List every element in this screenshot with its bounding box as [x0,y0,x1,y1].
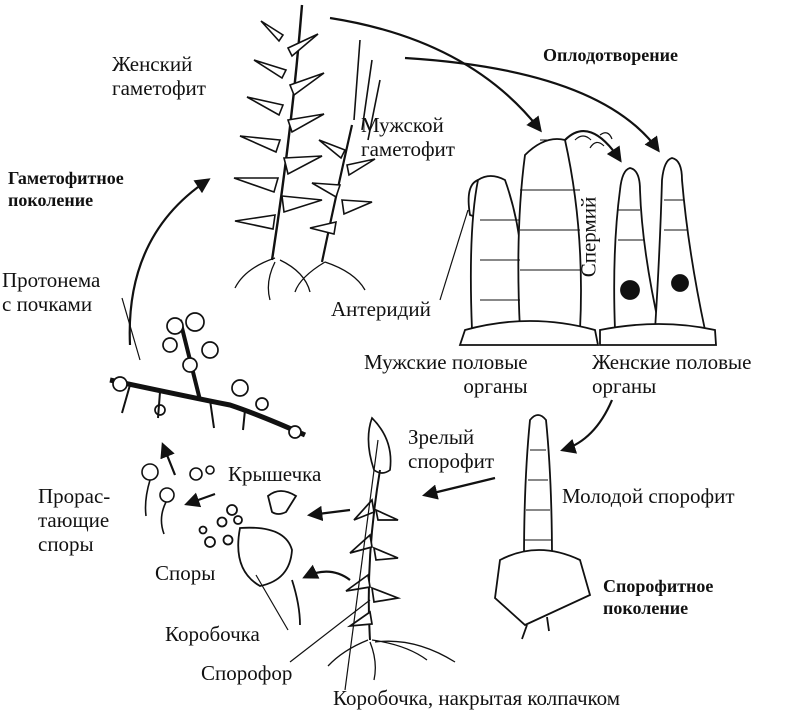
protonema-illustration [109,312,307,439]
arrow-to-female-organs [404,56,660,153]
label-sporophore: Спорофор [201,661,293,685]
label-antheridium: Антеридий [331,297,431,321]
arrow-to-young-sporophyte [560,399,614,454]
label-fertilization: Оплодотворение [543,45,678,65]
label-gametophyte-generation: Гаметофитное поколение [8,168,124,210]
label-operculum: Крышечка [228,462,322,486]
leader-lines [121,209,469,691]
label-germinating-spores: Прорас- тающие споры [38,484,111,556]
arrow-to-gametophyte [128,178,211,346]
germinating-spores [141,463,215,535]
label-young-sporophyte: Молодой спорофит [562,484,735,508]
label-sporophyte-generation: Спорофитное поколение [603,576,714,618]
gametophytes [233,4,381,301]
male-organs-illustration [458,132,613,346]
arrow-to-spores [184,492,216,508]
arrow-to-mature-sporophyte [422,476,496,500]
label-mature-sporophyte: Зрелый спорофит [408,425,495,473]
female-organs-illustration [599,157,717,346]
label-female-gametophyte: Женский гаметофит [112,52,206,100]
label-male-gametophyte: Мужской гаметофит [361,113,455,161]
arrow-to-operculum [306,505,351,522]
cycle-arrows [128,16,660,581]
label-sperm: Спермий [576,196,601,278]
leader-sporophore [289,599,371,663]
arrow-to-male-organs [329,16,542,133]
arrow-to-capsule [302,564,351,581]
young-sporophyte-illustration [494,414,592,640]
leader-antheridium [439,209,469,301]
arrow-sperm [564,130,622,163]
label-spores: Споры [155,561,216,585]
leader-capsule-calyptra [344,439,379,691]
label-female-organs: Женские половые органы [592,350,752,398]
capsule-and-spores [198,490,301,626]
label-protonema: Протонема с почками [2,268,101,316]
label-capsule-with-calyptra: Коробочка, накрытая колпачком [333,686,621,710]
leader-protonema [121,297,141,361]
leader-capsule [255,574,289,631]
mature-sporophyte-illustration [327,416,456,681]
arrow-to-protonema [160,442,177,476]
label-capsule: Коробочка [165,622,260,646]
label-male-organs: Мужские половые органы [364,350,528,398]
